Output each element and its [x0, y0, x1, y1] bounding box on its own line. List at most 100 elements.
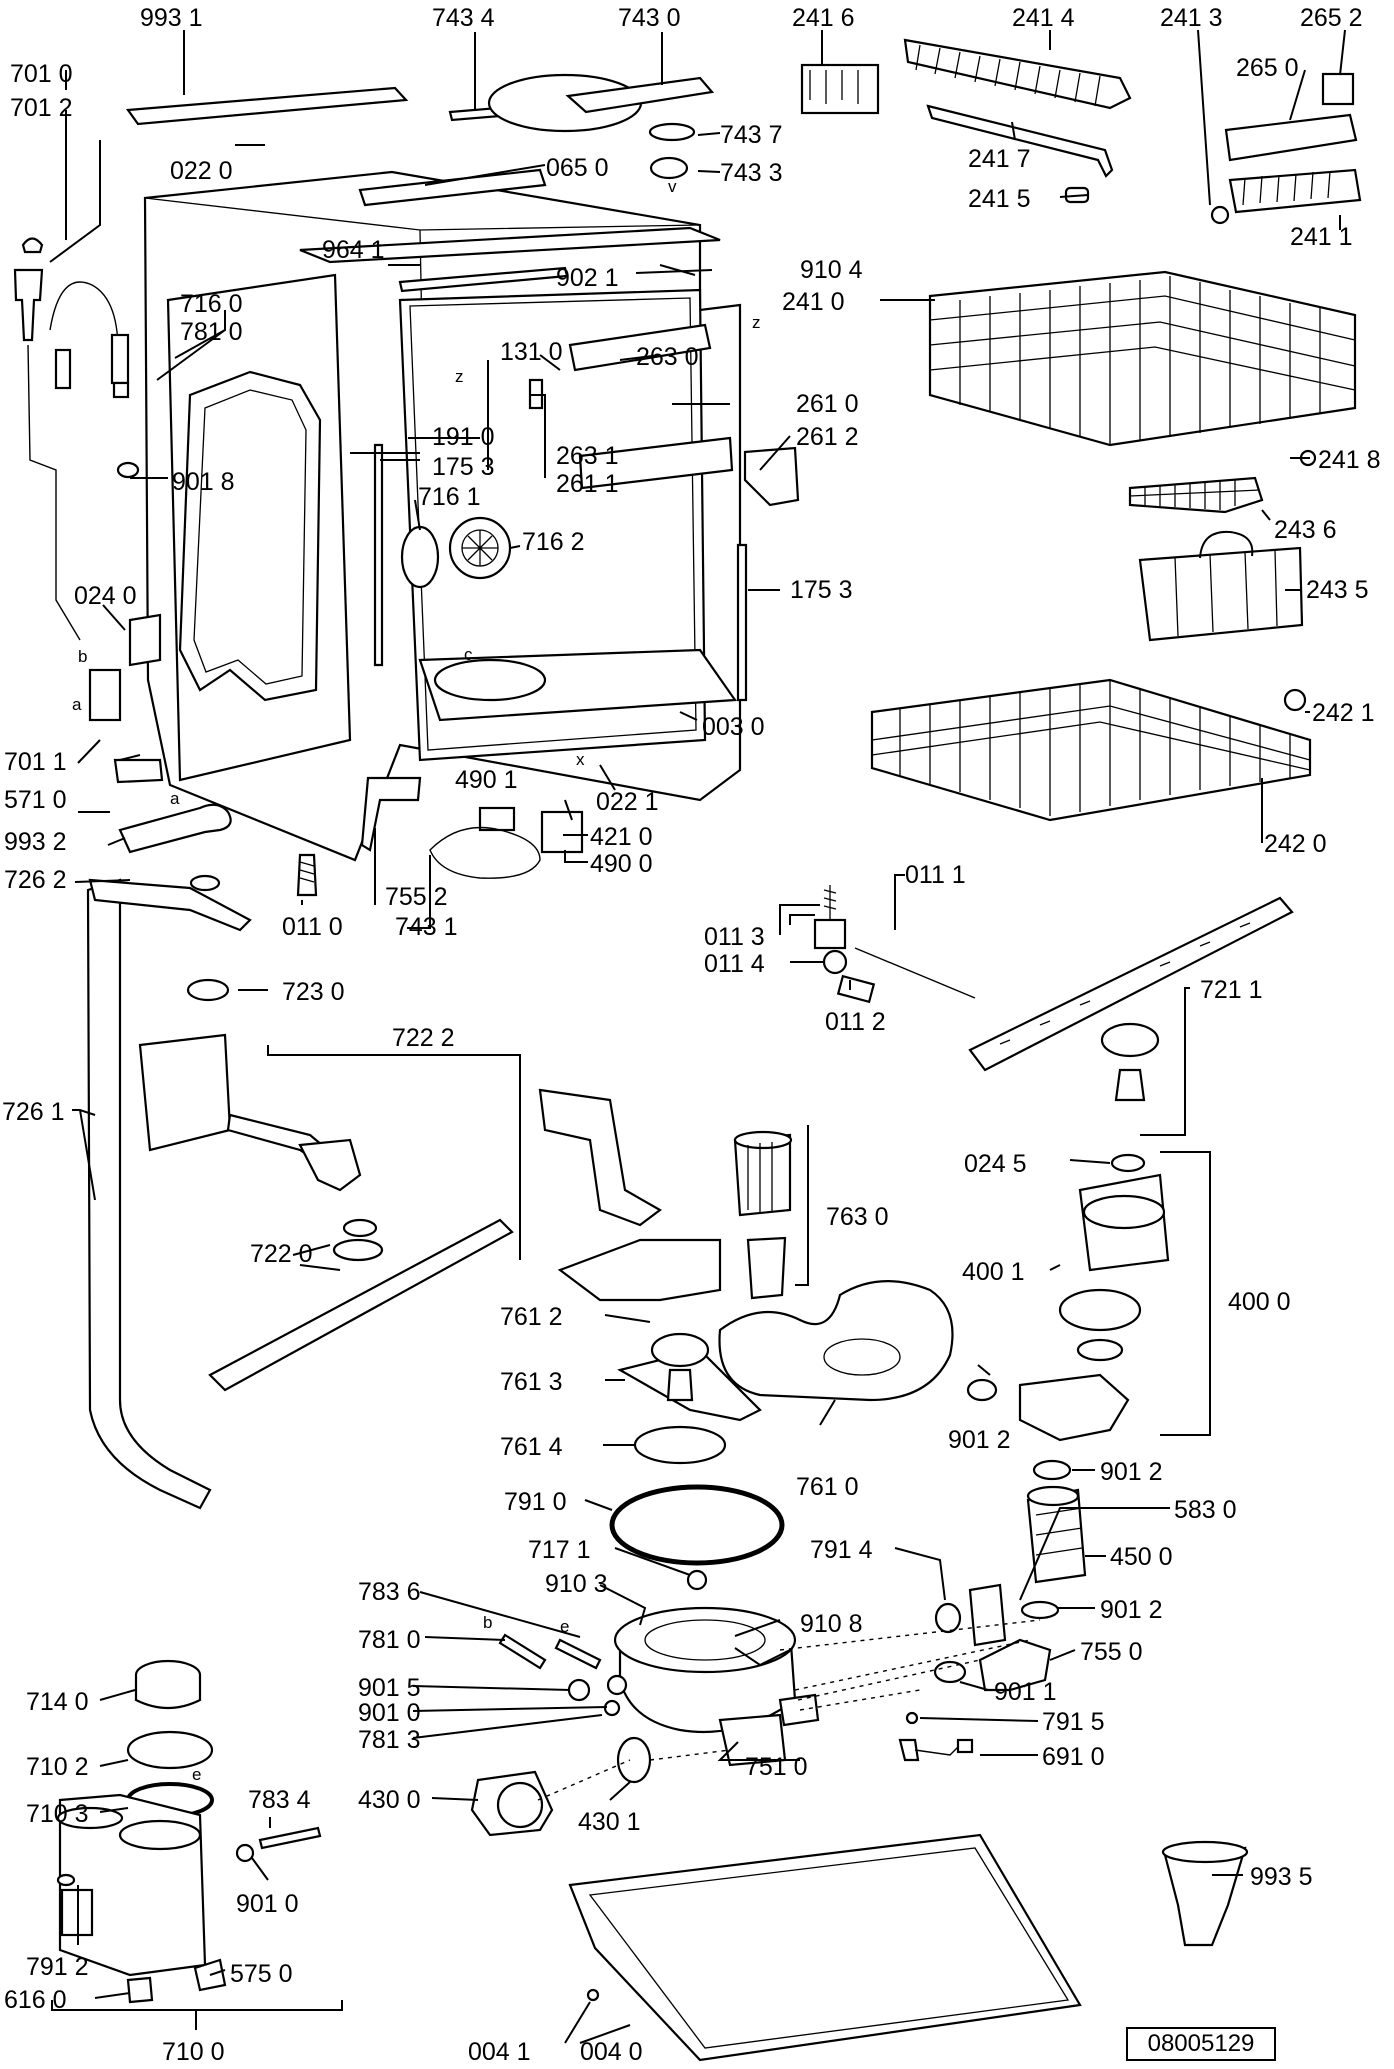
callout-755-0: 755 0 — [1080, 1638, 1143, 1666]
mark-z1: z — [455, 367, 464, 386]
wheel-011-4 — [822, 949, 848, 975]
callout-400-1: 400 1 — [962, 1258, 1025, 1286]
callout-722-0: 722 0 — [250, 1240, 313, 1268]
bracket-261-2 — [743, 446, 800, 507]
callout-722-2: 722 2 — [392, 1024, 455, 1052]
rail-265-0 — [1224, 113, 1358, 162]
callout-243-5: 243 5 — [1306, 576, 1369, 604]
callout-490-0: 490 0 — [590, 850, 653, 878]
rod-011-1 — [854, 947, 976, 999]
callout-910-8: 910 8 — [800, 1610, 863, 1638]
callout-755-2: 755 2 — [385, 883, 448, 911]
strip-175-3-left — [373, 443, 384, 667]
part-265-2 — [1321, 72, 1355, 106]
nut-723-0 — [186, 978, 230, 1002]
callout-571-0: 571 0 — [4, 786, 67, 814]
callout-575-0: 575 0 — [230, 1960, 293, 1988]
callout-400-0: 400 0 — [1228, 1288, 1291, 1316]
callout-761-3: 761 3 — [500, 1368, 563, 1396]
strip-175-3-right — [736, 543, 748, 702]
callout-011-4: 011 4 — [704, 950, 765, 978]
callout-261-2: 261 2 — [796, 423, 859, 451]
mark-a1: a — [72, 695, 82, 714]
callout-743-1: 743 1 — [395, 913, 458, 941]
ring-901-2a — [1032, 1459, 1072, 1481]
screw-241-3 — [1210, 205, 1230, 225]
callout-791-4: 791 4 — [810, 1536, 873, 1564]
callout-783-4: 783 4 — [248, 1786, 311, 1814]
seal-791-5 — [905, 1711, 919, 1725]
callout-743-0: 743 0 — [618, 4, 681, 32]
callout-labels: 993 1 743 4 743 0 241 6 241 4 241 3 265 … — [2, 4, 1381, 2066]
callout-723-0: 723 0 — [282, 978, 345, 1006]
callout-716-1: 716 1 — [418, 483, 481, 511]
bracket-755-2 — [360, 776, 422, 852]
callout-781-0b: 781 0 — [358, 1626, 421, 1654]
ring-743-3 — [649, 156, 689, 180]
spring-781-0b — [110, 333, 130, 385]
callout-263-0: 263 0 — [636, 343, 699, 371]
rod-241-7 — [926, 104, 1114, 178]
hinge-024-0 — [128, 613, 162, 667]
callout-263-1: 263 1 — [556, 442, 619, 470]
spring-781-0a — [54, 348, 72, 390]
callout-265-2: 265 2 — [1300, 4, 1363, 32]
callout-241-4: 241 4 — [1012, 4, 1075, 32]
base-plate-004-0 — [568, 1833, 1082, 2062]
filter-763-0-lower — [746, 1236, 787, 1300]
block-726-1 — [138, 1033, 232, 1152]
callout-714-0: 714 0 — [26, 1688, 89, 1716]
callout-261-1: 261 1 — [556, 470, 619, 498]
callout-710-2: 710 2 — [26, 1753, 89, 1781]
callout-065-0: 065 0 — [546, 154, 609, 182]
callout-243-6: 243 6 — [1274, 516, 1337, 544]
callout-751-0: 751 0 — [745, 1753, 808, 1781]
hub-721-1 — [1100, 1022, 1160, 1058]
callout-241-1: 241 1 — [1290, 223, 1353, 251]
pump-400-0 — [1018, 1373, 1130, 1442]
callout-011-1: 011 1 — [905, 861, 966, 889]
foot-011-0 — [296, 853, 318, 897]
callout-003-0: 003 0 — [702, 713, 765, 741]
ring-901-2b — [1020, 1600, 1060, 1620]
callout-583-0: 583 0 — [1174, 1496, 1237, 1524]
callout-241-0: 241 0 — [782, 288, 845, 316]
callout-011-0: 011 0 — [282, 913, 343, 941]
callout-716-0: 716 0 — [180, 290, 243, 318]
callout-191-0: 191 0 — [432, 423, 495, 451]
callout-993-5: 993 5 — [1250, 1863, 1313, 1891]
callout-726-1: 726 1 — [2, 1098, 65, 1126]
callout-701-1: 701 1 — [4, 748, 67, 776]
block-011-3 — [813, 918, 847, 950]
callout-022-1: 022 1 — [596, 788, 659, 816]
valve-571-0 — [113, 758, 164, 784]
callout-791-0: 791 0 — [504, 1488, 567, 1516]
screw-004-1 — [586, 1988, 600, 2002]
mark-a2: a — [170, 789, 180, 808]
callout-175-3a: 175 3 — [432, 453, 495, 481]
callout-701-0: 701 0 — [10, 60, 73, 88]
module-421-0 — [540, 810, 584, 854]
callout-691-0: 691 0 — [1042, 1743, 1105, 1771]
seal-716-0 — [178, 370, 322, 702]
callout-964-1: 964 1 — [322, 236, 385, 264]
callout-726-2: 726 2 — [4, 866, 67, 894]
ring-901-5 — [567, 1678, 591, 1702]
mark-c: c — [464, 645, 473, 664]
sensor-691-0 — [898, 1738, 920, 1762]
mark-b1: b — [78, 647, 87, 666]
hose-701-0 — [27, 344, 81, 641]
wrench-993-2 — [118, 803, 232, 854]
cover-616-0 — [126, 1976, 154, 2004]
pad-011-2 — [836, 974, 876, 1004]
grommet-901-8 — [116, 461, 140, 479]
callout-242-0: 242 0 — [1264, 830, 1327, 858]
part-583-0 — [968, 1583, 1007, 1647]
callout-242-1: 242 1 — [1312, 699, 1375, 727]
callout-430-1: 430 1 — [578, 1808, 641, 1836]
fitting-701-0 — [13, 268, 44, 342]
callout-781-3: 781 3 — [358, 1726, 421, 1754]
callout-241-5: 241 5 — [968, 185, 1031, 213]
callout-011-3: 011 3 — [704, 923, 765, 951]
